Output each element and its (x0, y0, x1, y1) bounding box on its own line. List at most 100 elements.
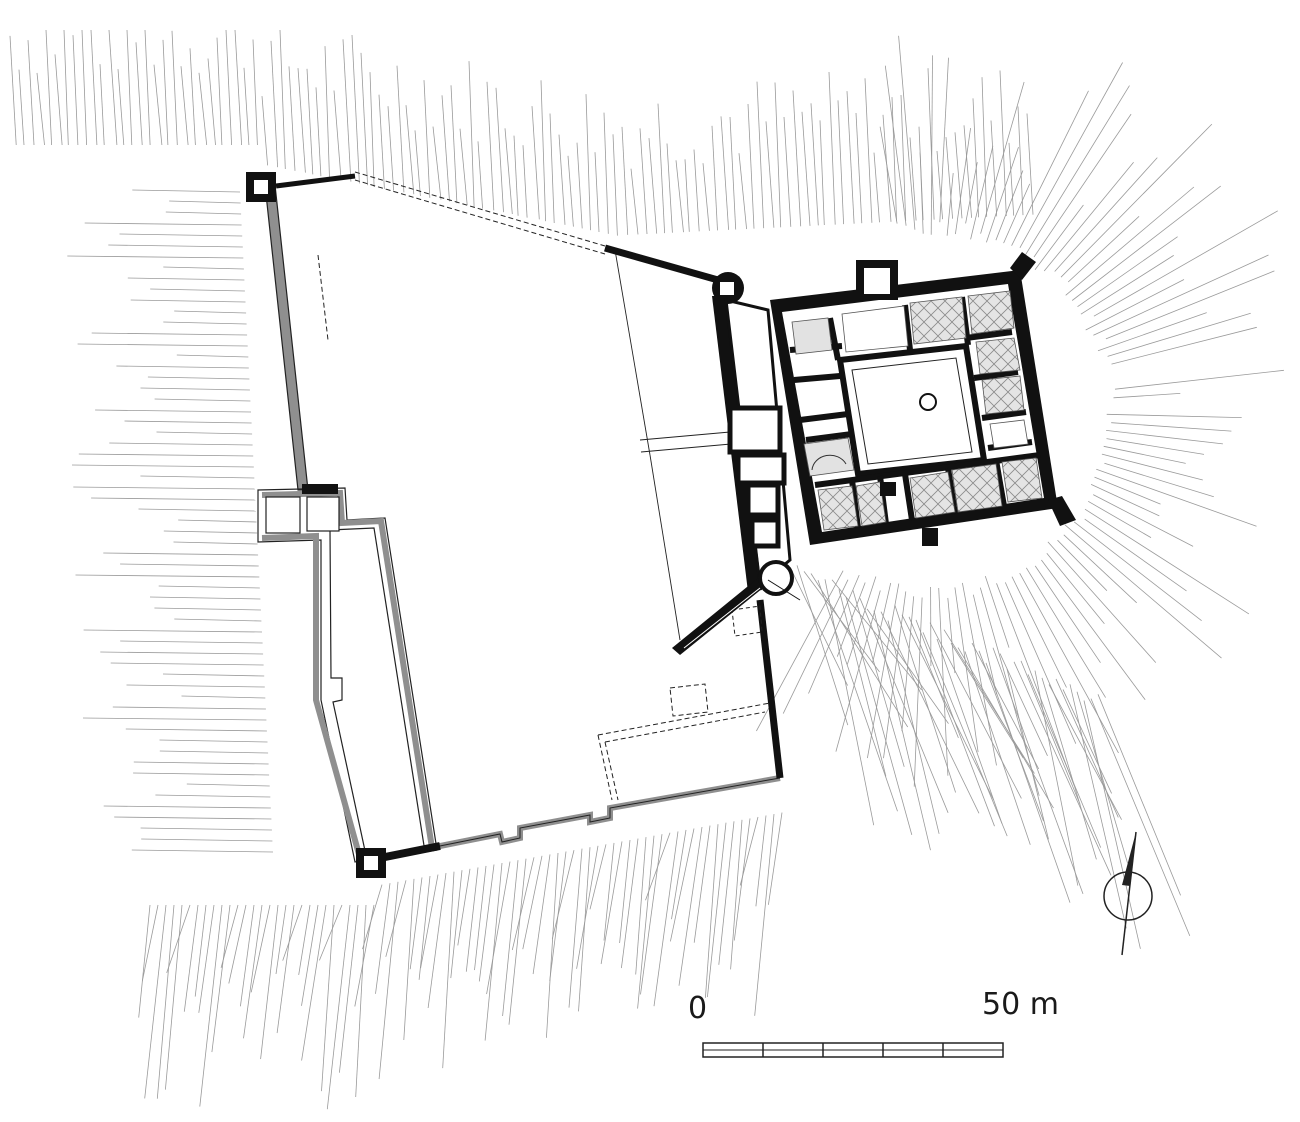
hachure-stroke (730, 819, 743, 970)
hachure-stroke (450, 85, 458, 204)
vaulted-room-south-1 (817, 485, 859, 531)
hachure-stroke (837, 100, 844, 225)
hachure-stroke (486, 81, 495, 211)
hachure-stroke (1071, 185, 1221, 301)
hachure-stroke (127, 277, 245, 281)
vaulted-room-east-1 (975, 337, 1021, 375)
hachure-stroke (1020, 660, 1081, 805)
hachure-stroke (640, 834, 663, 995)
hachure-stroke (375, 883, 391, 994)
hachure-stroke (459, 128, 468, 206)
hachure-stroke (1004, 582, 1077, 744)
hachure-stroke (939, 57, 949, 223)
hachure-stroke (420, 874, 439, 969)
west-gate-passage (302, 484, 338, 494)
hachure-stroke (619, 839, 631, 944)
hachure-stroke (333, 90, 342, 180)
hachure-stroke (324, 46, 330, 179)
hachure-stroke (540, 80, 546, 222)
hachure-stroke (929, 622, 1022, 799)
hachure-stroke (549, 113, 555, 224)
hachure-stroke (1097, 694, 1181, 896)
hachure-stroke (707, 822, 727, 998)
hachure-stroke (176, 354, 249, 358)
hachure-stroke (1096, 468, 1257, 527)
hachure-stroke (867, 583, 900, 759)
hachure-stroke (495, 87, 504, 213)
hachure-stroke (1106, 438, 1205, 455)
hachure-stroke (859, 598, 949, 813)
hachure-stroke (551, 850, 575, 939)
hachure-stroke (585, 94, 591, 231)
hachure-stroke (630, 168, 639, 235)
hachure-stroke (1011, 90, 1089, 246)
hachure-stroke (199, 904, 223, 1107)
hachure-stroke (301, 904, 327, 1061)
hachure-stroke (639, 128, 648, 235)
hachure-stroke (181, 695, 266, 699)
hachure-stroke (883, 591, 907, 759)
hachure-stroke (508, 858, 527, 1025)
hachure-stroke (153, 64, 163, 146)
hachure-stroke (729, 116, 737, 230)
hachure-stroke (442, 871, 455, 1069)
hachure-stroke (828, 71, 836, 225)
hachure-stroke (162, 39, 169, 146)
hachure-stroke (670, 828, 695, 942)
hachure-stroke (801, 111, 811, 226)
hachure-stroke (1067, 216, 1140, 283)
hachure-stroke (898, 35, 916, 230)
hachure-stroke (913, 597, 923, 787)
hachure-stroke (189, 48, 196, 146)
hachure-stroke (504, 128, 513, 215)
hachure-stroke (140, 827, 272, 831)
hachure-stroke (531, 106, 540, 220)
hachure-stroke (965, 162, 978, 224)
hachure-stroke (90, 29, 98, 146)
hachure-stroke (339, 904, 359, 1073)
hachure-stroke (319, 904, 343, 961)
hachure-stroke (144, 904, 167, 1099)
hachure-stroke (409, 877, 423, 970)
hachure-stroke (225, 29, 232, 146)
hachure-stroke (908, 616, 959, 739)
hachure-stroke (306, 68, 314, 175)
hachure-stroke (768, 812, 783, 905)
hachure-stroke (120, 563, 259, 567)
hachure-stroke (84, 222, 242, 226)
hachure-stroke (484, 862, 503, 1041)
hachure-stroke (887, 620, 940, 834)
hachure-stroke (250, 904, 271, 993)
hachure-stroke (891, 97, 897, 222)
hachure-stroke (378, 881, 399, 1080)
hachure-stroke (612, 134, 618, 236)
hachure-stroke (169, 200, 241, 204)
hachure-stroke (133, 761, 269, 765)
hachure-stroke (1085, 279, 1185, 331)
hachure-stroke (1062, 689, 1112, 794)
hachure-stroke (441, 95, 450, 202)
hachure-stroke (171, 30, 178, 146)
hachure-stroke (131, 849, 274, 853)
hachure-stroke (855, 112, 863, 224)
hachure-stroke (240, 904, 255, 1007)
hachure-stroke (532, 854, 551, 975)
hachure-stroke (836, 582, 866, 657)
hachure-stroke (1065, 186, 1195, 296)
hachure-stroke (71, 464, 254, 468)
hachure-stroke (831, 579, 922, 691)
hachure-stroke (243, 67, 250, 146)
hachure-stroke (852, 590, 905, 767)
hachure-stroke (126, 29, 133, 146)
hachure-stroke (432, 126, 442, 200)
hachure-stroke (140, 475, 255, 479)
hachure-stroke (738, 153, 747, 230)
vaulted-room-east-2 (981, 375, 1025, 415)
hachure-stroke (1084, 508, 1250, 615)
hachure-stroke (705, 824, 719, 998)
hachure-stroke (163, 266, 244, 270)
hachure-stroke (568, 848, 583, 1008)
hachure-stroke (1090, 484, 1160, 517)
hachure-stroke (119, 233, 243, 237)
hachure-stroke (824, 579, 875, 826)
